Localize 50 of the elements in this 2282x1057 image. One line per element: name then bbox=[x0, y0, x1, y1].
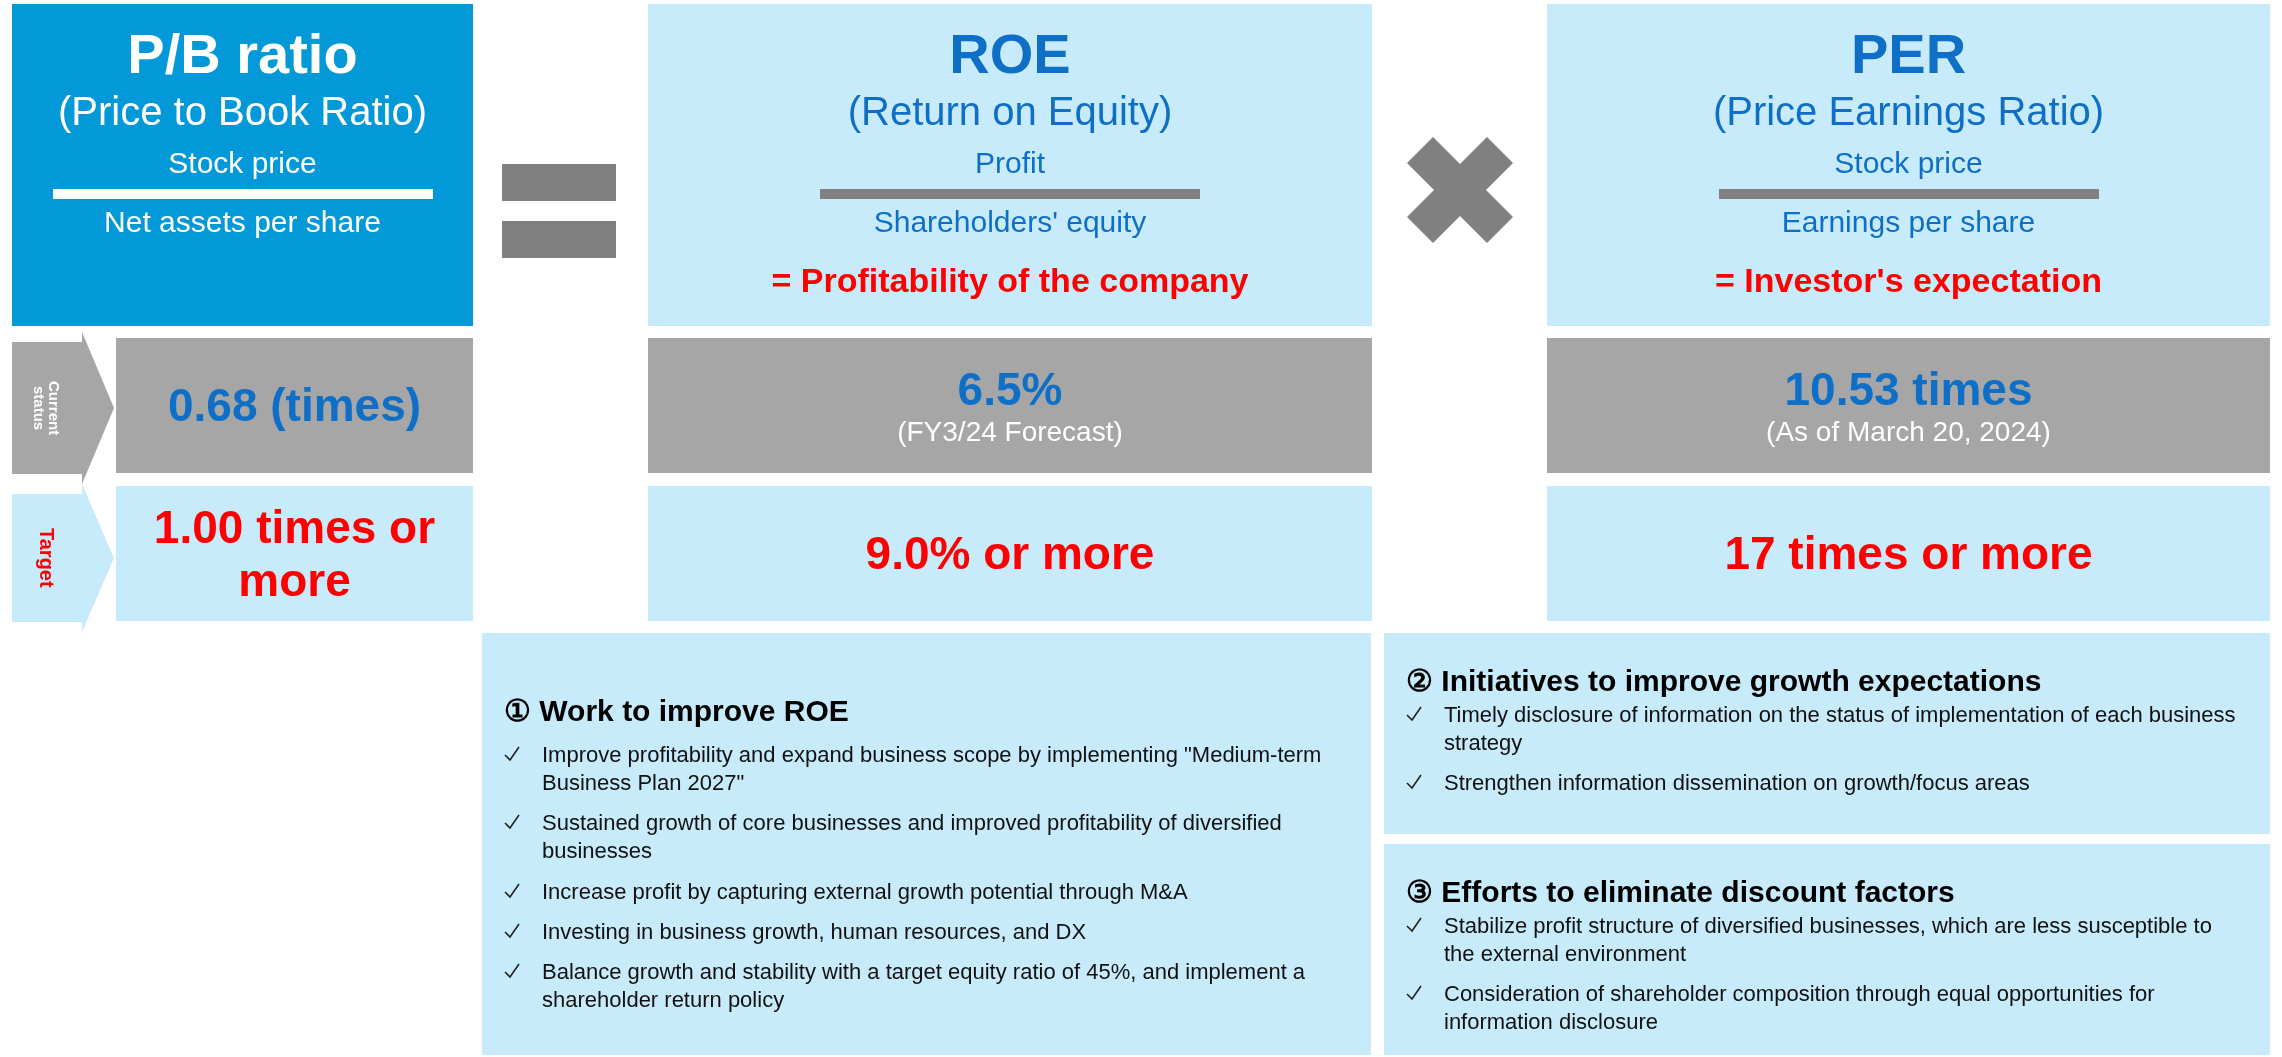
numerator-text: Stock price bbox=[168, 146, 317, 181]
bullet-text: Balance growth and stability with a target equity ratio of 45%, and implement a shareholder return policy bbox=[542, 957, 1307, 1015]
value-panel bbox=[1547, 338, 2270, 473]
metric-card bbox=[12, 4, 473, 326]
value-text: 10.53 times bbox=[1783, 362, 2034, 416]
bullet-text: Increase profit by capturing external growth potential through M&A bbox=[542, 877, 1188, 906]
value-panel bbox=[648, 338, 1372, 473]
value-panel bbox=[648, 486, 1372, 621]
metric-title: P/B ratio bbox=[127, 22, 358, 87]
denominator-text: Earnings per share bbox=[1781, 204, 2036, 240]
initiative-panel bbox=[1384, 844, 2270, 1055]
value-text: 6.5% bbox=[956, 362, 1064, 416]
metric-subtitle: (Return on Equity) bbox=[847, 88, 1173, 135]
metric-title: ROE bbox=[949, 22, 1071, 87]
bullet-text: Sustained growth of core businesses and improved profitability of diversified businesses bbox=[542, 809, 1283, 866]
denominator-text: Net assets per share bbox=[104, 204, 381, 240]
denominator-text: Shareholders' equity bbox=[873, 204, 1147, 240]
meaning-text: = Profitability of the company bbox=[771, 261, 1249, 301]
section-heading: ① Work to improve ROE bbox=[504, 693, 850, 729]
bullet-text: Consideration of shareholder composition through equal opportunities for information disclosure bbox=[1444, 980, 2156, 1037]
value-text: 9.0% or more bbox=[864, 527, 1156, 580]
initiative-panel bbox=[482, 633, 1371, 1055]
value-panel bbox=[116, 486, 473, 621]
bullet-text: Timely disclosure of information on the status of implementation of each business strategy bbox=[1444, 701, 2237, 758]
section-heading: ③ Efforts to eliminate discount factors bbox=[1406, 874, 1956, 910]
metric-title: PER bbox=[1850, 22, 1967, 87]
metric-card bbox=[1547, 4, 2270, 326]
section-heading: ② Initiatives to improve growth expectations bbox=[1406, 663, 2043, 699]
metric-card bbox=[648, 4, 1372, 326]
metric-subtitle: (Price Earnings Ratio) bbox=[1712, 88, 2105, 135]
initiative-panel bbox=[1384, 633, 2270, 834]
value-panel bbox=[1547, 486, 2270, 621]
metric-subtitle: (Price to Book Ratio) bbox=[58, 88, 427, 135]
value-text: 1.00 times or more bbox=[152, 500, 437, 607]
note-text: (FY3/24 Forecast) bbox=[896, 415, 1124, 449]
numerator-text: Stock price bbox=[1834, 146, 1983, 181]
value-text: 17 times or more bbox=[1723, 527, 2094, 580]
meaning-text: = Investor's expectation bbox=[1715, 261, 2102, 301]
numerator-text: Profit bbox=[975, 146, 1045, 181]
value-text: 0.68 (times) bbox=[166, 379, 423, 432]
row-label: Current status bbox=[32, 379, 62, 438]
note-text: (As of March 20, 2024) bbox=[1765, 415, 2052, 449]
value-panel bbox=[116, 338, 473, 473]
row-label: Target bbox=[37, 528, 57, 588]
bullet-text: Improve profitability and expand business scope by implementing "Medium-term Business Plan 2027" bbox=[542, 741, 1323, 798]
bullet-text: Strengthen information dissemination on growth/focus areas bbox=[1444, 769, 2030, 798]
bullet-text: Investing in business growth, human resources, and DX bbox=[542, 917, 1087, 946]
bullet-text: Stabilize profit structure of diversified businesses, which are less susceptible to the external environment bbox=[1444, 912, 2213, 969]
row-header-tab bbox=[12, 484, 114, 632]
row-header-tab bbox=[12, 332, 114, 484]
